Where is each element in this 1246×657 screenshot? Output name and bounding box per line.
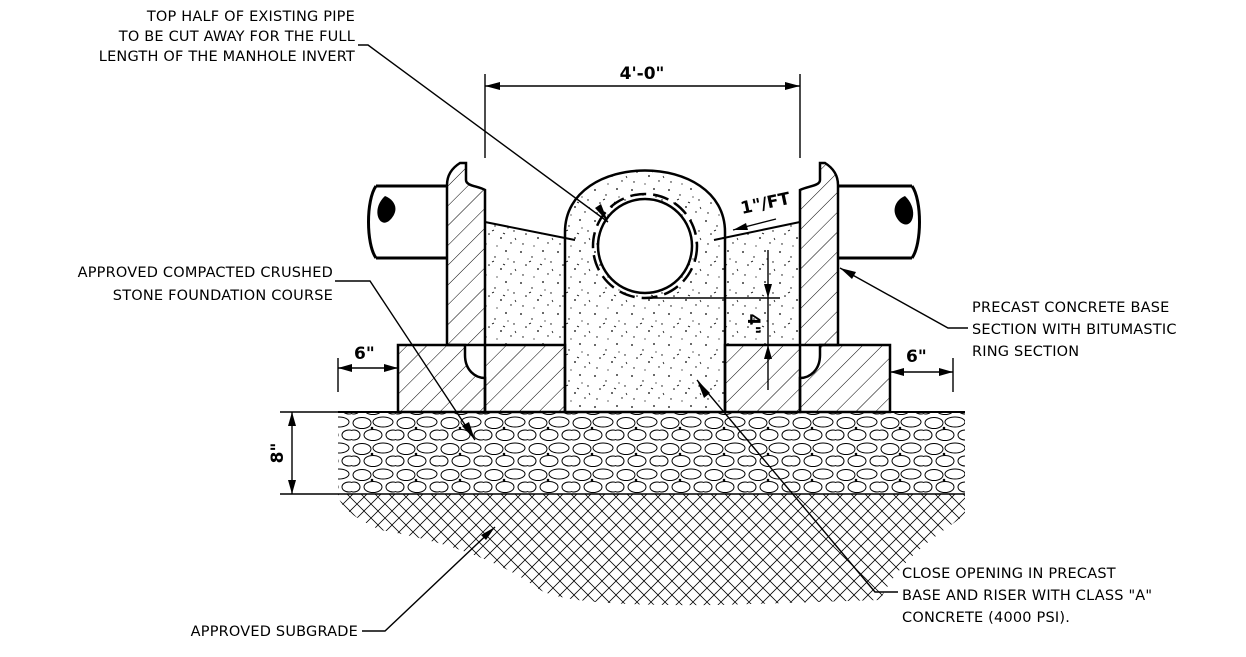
precast-floor-right <box>723 343 802 414</box>
label-close-1: CLOSE OPENING IN PRECAST <box>902 566 1116 582</box>
arrow <box>764 284 772 298</box>
label-stone-2: STONE FOUNDATION COURSE <box>113 288 333 304</box>
pipe-inner <box>596 197 694 295</box>
subgrade-hatch <box>338 494 965 606</box>
arrow <box>462 422 475 440</box>
label-subgrade: APPROVED SUBGRADE <box>191 624 358 640</box>
slope-text: 1"/FT <box>739 189 793 219</box>
arrow <box>485 82 500 90</box>
leader-close-opening <box>696 379 898 593</box>
riser-wall-right <box>798 161 840 347</box>
pipe-right-end <box>910 185 921 259</box>
arrow <box>733 223 748 230</box>
pipe-right-break <box>894 196 914 225</box>
riser-wall-left <box>445 161 487 347</box>
fill-concrete-left <box>485 222 565 345</box>
arrow <box>288 412 296 426</box>
label-close-3: CONCRETE (4000 PSI). <box>902 610 1070 626</box>
label-pipe-cut-1: TOP HALF OF EXISTING PIPE <box>146 9 355 25</box>
pipe-left-break <box>377 196 396 223</box>
dim-width-text: 4'-0" <box>620 64 665 84</box>
label-pipe-cut-3: LENGTH OF THE MANHOLE INVERT <box>99 49 355 65</box>
pipe-outer-dashed <box>591 192 699 300</box>
label-precast-3: RING SECTION <box>972 344 1079 360</box>
arrow <box>785 82 800 90</box>
leader-stone <box>335 280 476 441</box>
precast-base-right <box>798 343 892 414</box>
pipe-left-end <box>367 185 378 259</box>
label-precast-2: SECTION WITH BITUMASTIC <box>972 322 1177 338</box>
label-close-2: BASE AND RISER WITH CLASS "A" <box>902 588 1152 604</box>
arrow <box>338 364 352 372</box>
left-offset-text: 6" <box>354 344 375 364</box>
bench-slope-right <box>713 221 801 241</box>
pipe-left <box>376 184 447 260</box>
leader-subgrade <box>362 526 496 632</box>
precast-floor-left <box>483 343 567 414</box>
precast-base-left <box>396 343 487 414</box>
arrow <box>384 364 398 372</box>
arrow <box>595 204 608 222</box>
arrow <box>890 368 904 376</box>
bench-slope-left <box>484 221 576 241</box>
fill-concrete-right <box>725 222 800 345</box>
right-offset-text: 6" <box>906 347 927 367</box>
arrow <box>481 527 495 540</box>
pipe-right <box>838 184 912 260</box>
label-pipe-cut-2: TO BE CUT AWAY FOR THE FULL <box>118 29 355 45</box>
stone-depth-text: 8" <box>268 443 288 464</box>
arrow <box>939 368 953 376</box>
arrow <box>764 345 772 359</box>
leader-pipe-cut <box>358 44 609 223</box>
label-stone-1: APPROVED COMPACTED CRUSHED <box>78 265 333 281</box>
arrow <box>288 480 296 494</box>
label-precast-1: PRECAST CONCRETE BASE <box>972 300 1170 316</box>
stone-foundation <box>338 412 965 494</box>
invert-depth-text: 4" <box>743 314 763 335</box>
leader-precast <box>839 267 968 329</box>
arrow <box>840 268 856 279</box>
arrow <box>697 380 710 398</box>
